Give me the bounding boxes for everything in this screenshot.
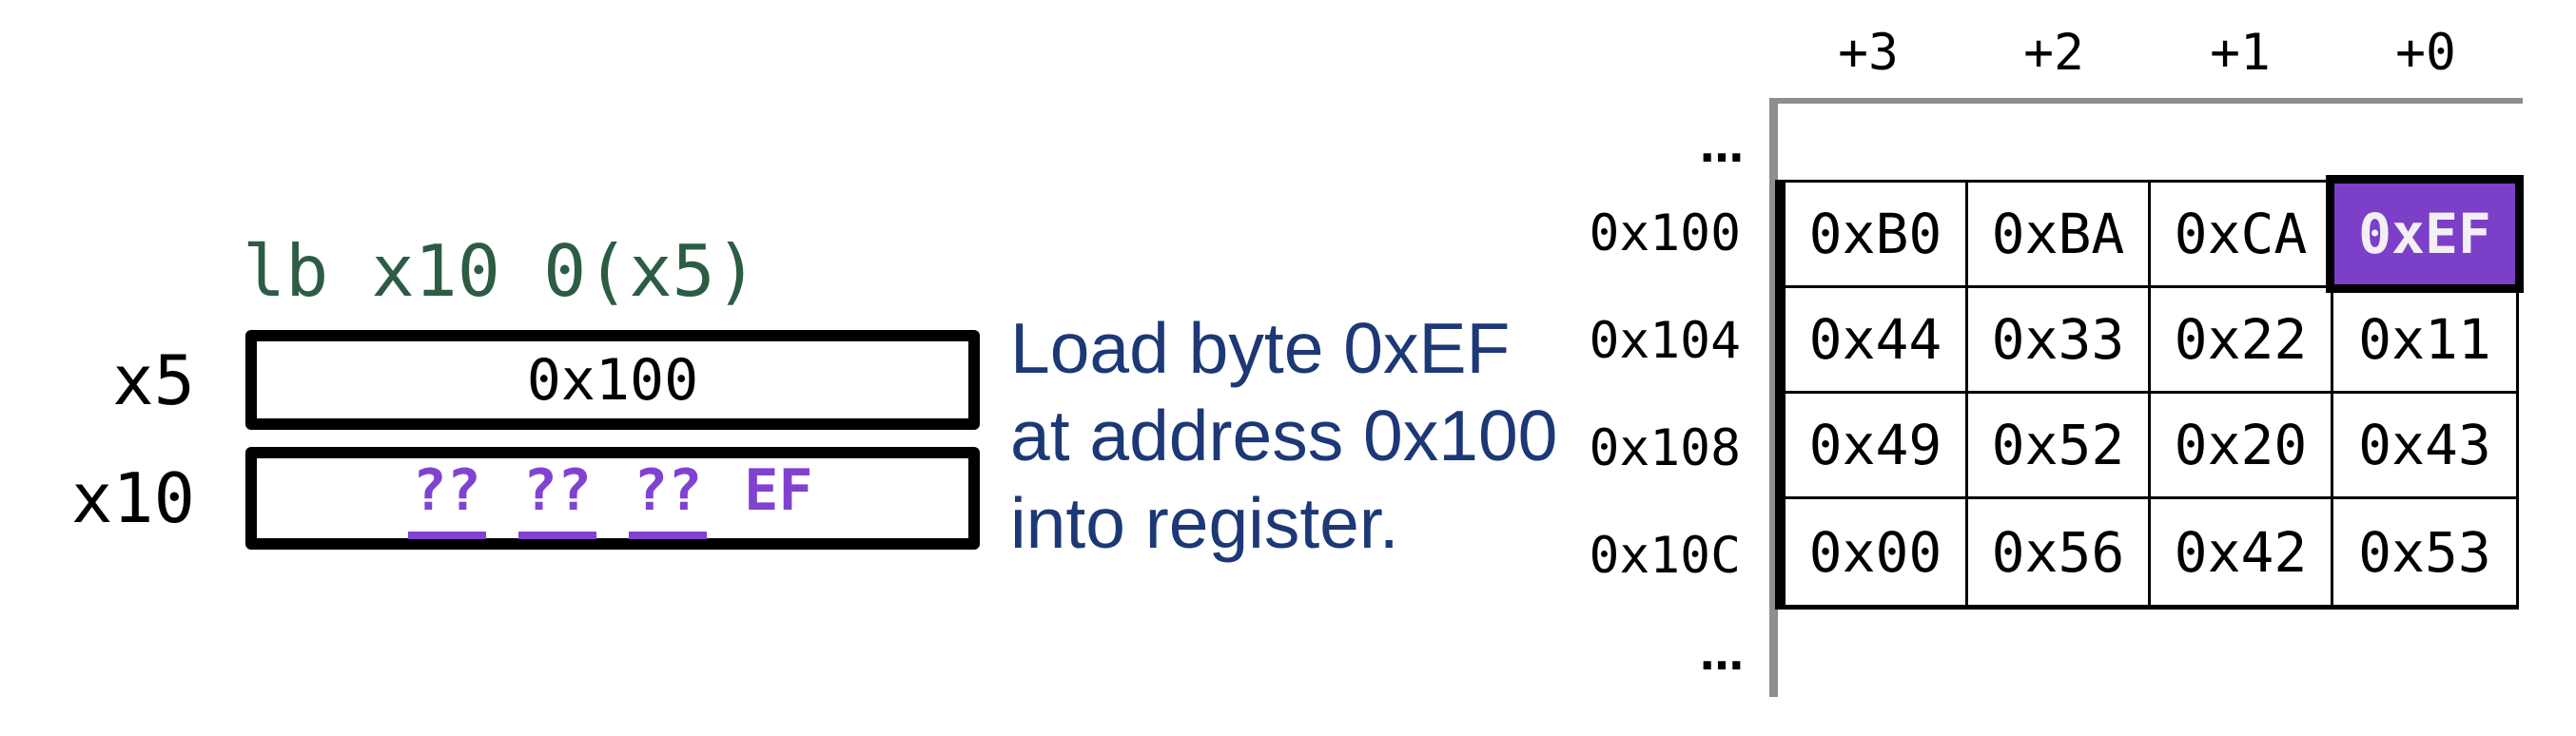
column-header-plus3: +3 xyxy=(1838,23,1899,82)
memory-cell-0x104-plus1: 0x22 xyxy=(2151,288,2333,394)
memory-cell-0x108-plus2: 0x52 xyxy=(1968,394,2151,499)
caption-line: into register. xyxy=(1010,483,1399,563)
memory-cell-0x100-plus1: 0xCA xyxy=(2151,183,2333,288)
column-header-plus0: +0 xyxy=(2395,23,2456,82)
memory-cell-0x10C-plus0: 0x53 xyxy=(2358,519,2491,585)
row-address-0x108: 0x108 xyxy=(1589,419,1741,477)
register-x10-name: x10 xyxy=(70,458,195,538)
memory-cell-0x10C-plus3: 0x00 xyxy=(1786,499,1968,605)
unknown-byte: ?? xyxy=(407,457,486,539)
loaded-byte: EF xyxy=(744,457,813,524)
memory-cell-0x10C-plus2: 0x56 xyxy=(1968,499,2151,605)
memory-cell-0x108-plus0: 0x43 xyxy=(2333,394,2516,499)
memory-cell-0x100-plus2: 0xBA xyxy=(1968,183,2151,288)
instruction-label: lb x10 0(x5) xyxy=(243,229,758,313)
memory-top-edge-line xyxy=(1769,98,2523,104)
unknown-byte: ?? xyxy=(517,457,596,539)
register-x10-box: ?? ?? ?? EF xyxy=(245,447,980,550)
ellipsis-above: … xyxy=(1700,121,1744,172)
memory-cell-highlighted-0x100-plus0: 0xEF xyxy=(2326,175,2524,293)
memory-cell-0x104-plus3: 0x44 xyxy=(1786,288,1968,394)
column-header-plus2: +2 xyxy=(2023,23,2084,82)
register-x5-value: 0x100 xyxy=(526,346,699,414)
caption-text: Load byte 0xEF at address 0x100 into reg… xyxy=(1010,304,1557,567)
memory-cell-0x104-plus2: 0x33 xyxy=(1968,288,2151,394)
register-x5-box: 0x100 xyxy=(245,330,980,430)
memory-cell-0x104-plus0: 0x11 xyxy=(2333,288,2516,394)
memory-cell-0x10C-plus1: 0x42 xyxy=(2151,499,2333,605)
unknown-byte: ?? xyxy=(629,457,708,539)
register-x5-name: x5 xyxy=(112,339,195,420)
memory-left-edge-line xyxy=(1769,98,1778,697)
caption-line: Load byte 0xEF xyxy=(1010,308,1511,388)
row-address-0x100: 0x100 xyxy=(1589,204,1741,262)
memory-cell-0x108-plus3: 0x49 xyxy=(1786,394,1968,499)
memory-table: 0xB0 0xBA 0xCA 0xEF 0x44 0x33 0x22 0x11 … xyxy=(1775,175,2524,610)
memory-cell-0x108-plus1: 0x20 xyxy=(2151,394,2333,499)
row-address-0x104: 0x104 xyxy=(1589,312,1741,370)
memory-cell-0x100-plus3: 0xB0 xyxy=(1786,183,1968,288)
register-x10-value: ?? ?? ?? EF xyxy=(407,457,813,539)
caption-line: at address 0x100 xyxy=(1010,396,1558,475)
column-header-plus1: +1 xyxy=(2210,23,2271,82)
row-address-0x10C: 0x10C xyxy=(1589,527,1741,585)
ellipsis-below: … xyxy=(1700,629,1744,680)
